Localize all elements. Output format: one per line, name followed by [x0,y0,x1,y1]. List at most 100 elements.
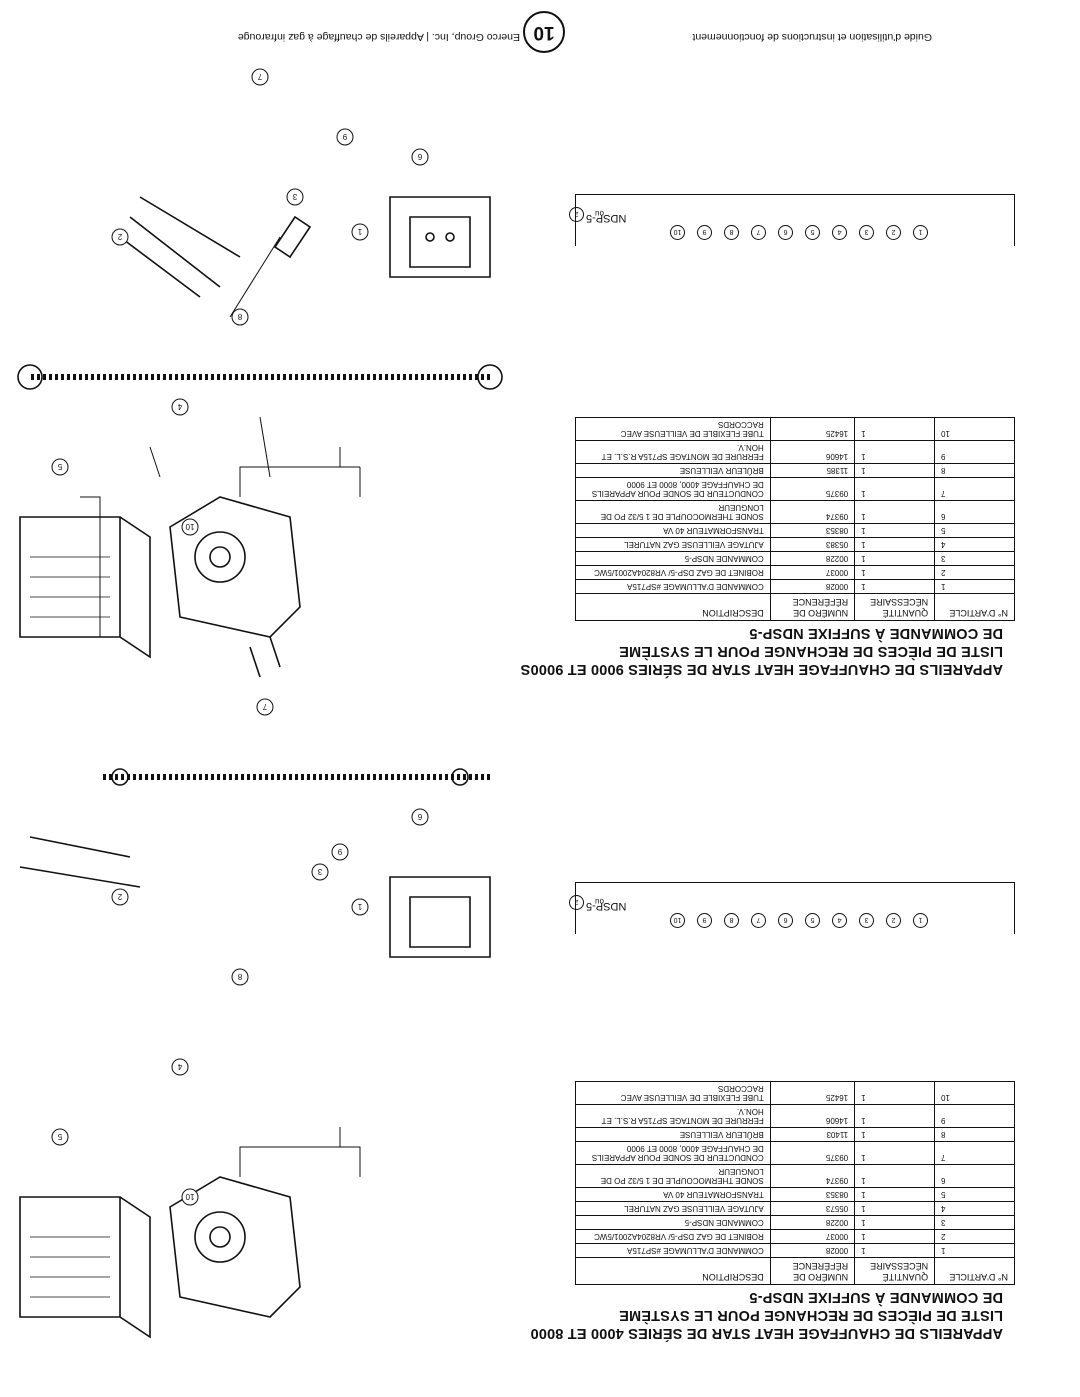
control-module-body [19,1196,151,1339]
cell-num: 14606 [770,1104,855,1128]
callout-circle [231,968,249,986]
heading-line: LISTE DE PIÈCES DE RECHANGE POUR LE SYST… [618,643,1003,659]
cell-num: 16425 [770,1081,855,1105]
callout-label: 10 [185,1192,194,1201]
cell-num: 09375 [770,477,855,501]
cell-desc: SONDE THERMOCOUPLE DE 1 5/32 PO DE LONGU… [575,1164,771,1188]
ndsp-circle: 1 [913,225,928,240]
cell-desc: AJUTAGE VEILLEUSE GAZ NATUREL [575,537,771,552]
cell-item: 5 [934,1187,1015,1202]
cell-desc: CONDUCTEUR DE SONDE POUR APPAREILS DE CH… [575,1141,771,1165]
heading-line: DE COMMANDE À SUFFIXE NDSP-5 [749,625,1003,641]
cell-qty: 1 [854,1243,935,1258]
callout-label: 10 [185,522,194,531]
cell-item: 1 [934,579,1015,594]
cell-desc: TUBE FLEXIBLE DE VEILLEUSE AVEC RACCORDS [575,1081,771,1105]
cell-num: 08353 [770,523,855,538]
cell-qty: 1 [854,1187,935,1202]
cell-num: 08353 [770,1187,855,1202]
cell-num: 00028 [770,1243,855,1258]
parts-table: N° D'ARTICLE QUANTITÉ NÉCESSAIRE NUMÉRO … [575,1081,1015,1285]
cell-item: 10 [934,1081,1015,1105]
col-num: NUMÉRO DE RÉFÉRENCE [770,1257,855,1285]
cell-desc: FERRURE DE MONTAGE SP715A R.S.L. ET HON.… [575,440,771,464]
page-footer: Guide d'utilisation et instructions de f… [0,11,1080,55]
gas-valve [169,496,301,638]
cell-desc: COMMANDE NDSP-5 [575,1215,771,1230]
cell-qty: 1 [854,463,935,478]
cell-item: 9 [934,440,1015,464]
col-num: NUMÉRO DE RÉFÉRENCE [770,593,855,621]
callout-circle [51,458,69,476]
cell-item: 1 [934,1243,1015,1258]
ndsp-circle: 3 [859,913,874,928]
callout-circle [351,223,369,241]
cell-item: 6 [934,1164,1015,1188]
transformer [389,196,491,278]
cell-item: 4 [934,537,1015,552]
callout-label: 2 [117,892,122,901]
cell-num: 16425 [770,417,855,441]
cell-item: 7 [934,1141,1015,1165]
ndsp-circle: 3 [859,225,874,240]
callout-circle [286,188,304,206]
cell-desc: TRANSFORMATEUR 40 VA [575,1187,771,1202]
ndsp-or: ou [595,897,604,906]
transformer [389,876,491,958]
callout-circle [336,128,354,146]
callout-label: 1 [357,227,362,236]
callout-label: 7 [257,72,262,81]
ndsp-circle: 6 [778,913,793,928]
cell-num: 05383 [770,537,855,552]
callout-circle [51,1128,69,1146]
cell-item: 9 [934,1104,1015,1128]
ndsp-label: NDSP-5 [586,900,627,912]
pilot-burner [119,196,241,298]
callout-label: 6 [417,812,422,821]
heading-line: LISTE DE PIÈCES DE RECHANGE POUR LE SYST… [618,1307,1003,1323]
ndsp-circle: 7 [751,225,766,240]
page-number: 10 [523,11,565,53]
callout-label: 4 [177,402,182,411]
cell-desc: FERRURE DE MONTAGE SP715A R.S.L. ET HON.… [575,1104,771,1128]
cell-num: 00037 [770,1229,855,1244]
heading-line: DE COMMANDE À SUFFIXE NDSP-5 [749,1289,1003,1305]
cell-num: 05573 [770,1201,855,1216]
ndsp-alt-circle: 2 [569,895,584,910]
heading-line: APPAREILS DE CHAUFFAGE HEAT STAR DE SÉRI… [520,661,1003,677]
control-module-body [19,516,151,659]
callout-label: 9 [337,847,342,856]
callout-label: 4 [177,1062,182,1071]
callout-label: 2 [117,232,122,241]
callout-circle [171,1058,189,1076]
cell-item: 4 [934,1201,1015,1216]
cell-num: 09374 [770,1164,855,1188]
cell-num: 00037 [770,565,855,580]
ndsp-label: NDSP-5 [586,212,627,224]
cell-qty: 1 [854,1141,935,1165]
cell-qty: 1 [854,1164,935,1188]
callout-label: 9 [342,132,347,141]
cell-desc: ROBINET DE GAZ DSP-5/ VR8204A2001/5WC [575,565,771,580]
cell-num: 00228 [770,551,855,566]
callout-circle [111,888,129,906]
callout-circle [331,843,349,861]
cell-num: 11385 [770,463,855,478]
footer-guide: Guide d'utilisation et instructions de f… [692,31,932,43]
col-qty: QUANTITÉ NÉCESSAIRE [854,1257,935,1285]
callout-label: 3 [317,867,322,876]
ndsp-circle: 2 [886,913,901,928]
ndsp-circle: 8 [724,225,739,240]
cell-num: 14606 [770,440,855,464]
